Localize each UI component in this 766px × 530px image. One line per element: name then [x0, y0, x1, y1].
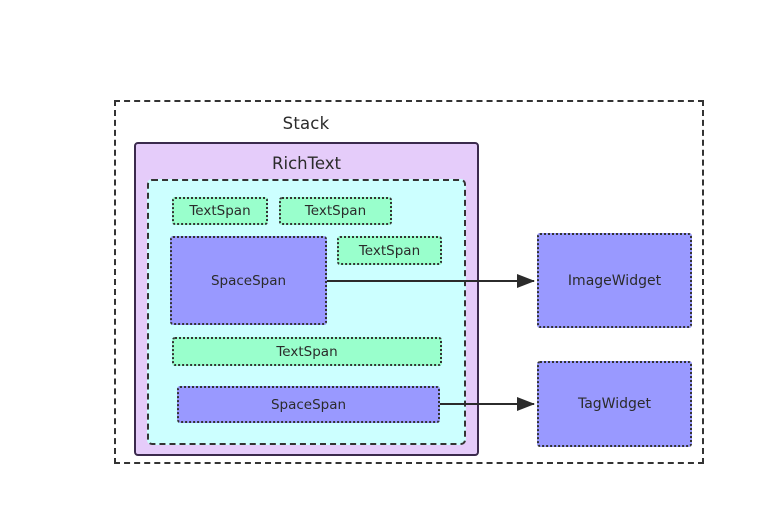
richtext-label: RichText [272, 154, 341, 173]
node-textspan-2[interactable]: TextSpan [279, 197, 392, 225]
node-textspan-1[interactable]: TextSpan [172, 197, 268, 225]
node-tag-widget[interactable]: TagWidget [537, 361, 692, 447]
node-textspan-4[interactable]: TextSpan [172, 337, 442, 366]
node-spacespan-2[interactable]: SpaceSpan [177, 386, 440, 423]
node-spacespan-1[interactable]: SpaceSpan [170, 236, 327, 325]
node-image-widget[interactable]: ImageWidget [537, 233, 692, 328]
stack-label: Stack [282, 114, 330, 133]
container-stack: Stack [114, 100, 704, 464]
node-textspan-3[interactable]: TextSpan [337, 236, 442, 265]
